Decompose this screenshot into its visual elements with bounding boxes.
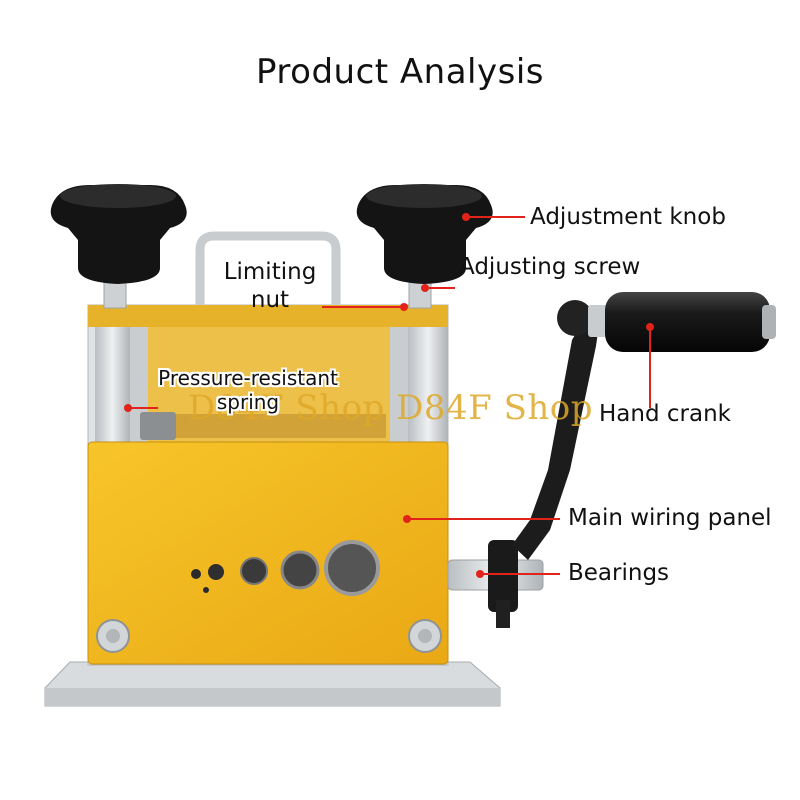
label-hand-crank: Hand crank <box>599 401 731 427</box>
main-wiring-panel-shape <box>87 441 449 665</box>
label-adjustment-knob: Adjustment knob <box>530 204 726 230</box>
pointer-lines <box>124 213 654 578</box>
label-bearings: Bearings <box>568 560 670 586</box>
carry-handle <box>195 231 341 305</box>
label-adjusting-screw: Adjusting screw <box>459 254 641 280</box>
label-limiting-nut-line1: Limiting <box>223 259 317 285</box>
adjusting-screws <box>103 281 432 309</box>
watermark-text: D84F Shop D84F Shop <box>188 388 593 428</box>
hand-crank-shape <box>512 292 776 560</box>
adjustment-knobs <box>50 184 493 284</box>
label-limiting-nut-line2: nut <box>250 287 290 313</box>
pressure-resistant-spring-shape <box>140 412 386 440</box>
label-spring-line2: spring <box>216 390 280 414</box>
page-title: Product Analysis <box>256 52 544 92</box>
label-main-wiring-panel: Main wiring panel <box>568 505 772 531</box>
label-limiting-nut: Limiting nut <box>218 258 322 314</box>
label-spring-line1: Pressure-resistant <box>158 366 338 390</box>
label-pressure-resistant-spring: Pressure-resistant spring <box>142 366 354 414</box>
base-plate <box>44 661 501 707</box>
